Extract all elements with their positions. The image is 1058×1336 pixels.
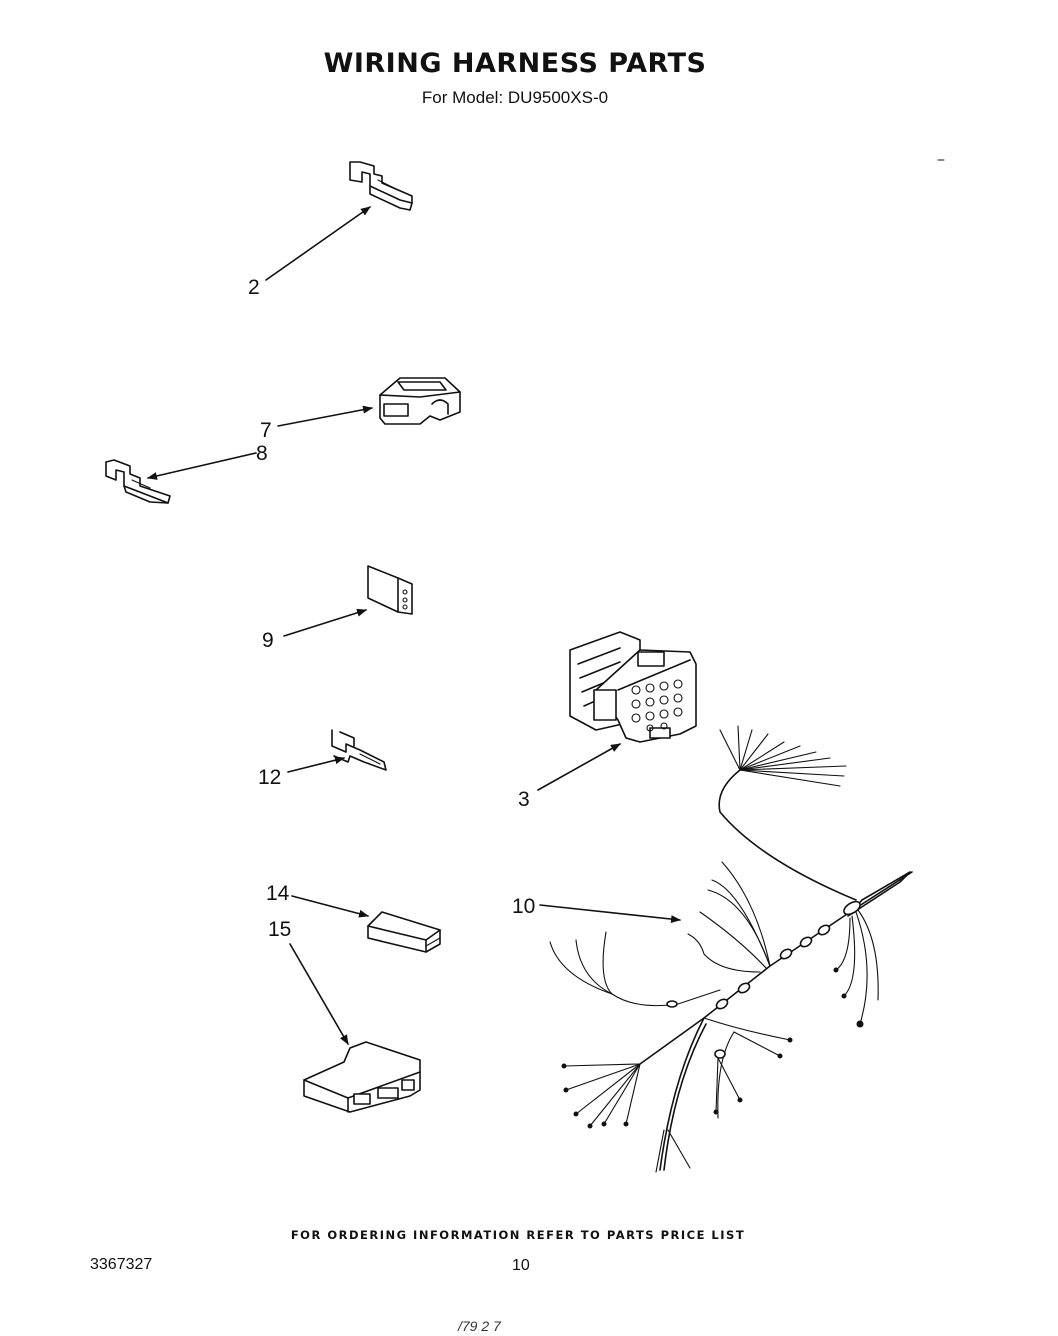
harness-wires-lower-left: [563, 1063, 641, 1127]
callout-14: 14: [266, 882, 290, 905]
page-number: 10: [512, 1257, 530, 1274]
harness-sleeves: [666, 900, 861, 1059]
part-12-terminal: [331, 729, 387, 771]
part-15-bracket: [303, 1041, 421, 1113]
part-8-terminal: [105, 459, 171, 504]
part-3-multipin-connector: [569, 631, 697, 743]
harness-wire-fan-top: [719, 725, 847, 787]
harness-wires-lower-right: [655, 1017, 791, 1173]
part-9-connector: [367, 565, 413, 615]
document-number: 3367327: [90, 1256, 153, 1273]
model-subtitle: For Model: DU9500XS-0: [421, 88, 609, 107]
part-2-terminal: [349, 161, 413, 211]
callout-10: 10: [512, 895, 535, 918]
part-7-connector-housing: [379, 377, 461, 425]
part-14-block: [367, 911, 441, 953]
callout-8: 8: [256, 442, 268, 465]
harness-wires-upper: [549, 861, 771, 1007]
callout-7: 7: [260, 419, 272, 442]
leader-12: [287, 756, 345, 773]
callout-2: 2: [248, 276, 260, 299]
callout-3: 3: [518, 788, 530, 811]
leader-2: [265, 206, 371, 281]
harness-wires-right: [835, 909, 879, 1025]
leader-3: [537, 743, 621, 791]
leader-15: [289, 943, 349, 1045]
leader-10: [539, 904, 681, 924]
leader-7: [277, 405, 373, 427]
connector-pin-holes: [631, 679, 683, 732]
callout-15: 15: [268, 918, 291, 941]
page-title: WIRING HARNESS PARTS: [323, 48, 707, 79]
harness-wire-ends: [561, 967, 864, 1129]
leader-14: [291, 895, 369, 918]
part-10-wiring-harness: [549, 725, 913, 1173]
bottom-mark: /79 2 7: [458, 1318, 501, 1334]
callout-9: 9: [262, 629, 274, 652]
ordering-note: FOR ORDERING INFORMATION REFER TO PARTS …: [290, 1228, 746, 1242]
callout-12: 12: [258, 766, 281, 789]
leader-8: [147, 452, 257, 480]
leader-9: [283, 608, 367, 637]
